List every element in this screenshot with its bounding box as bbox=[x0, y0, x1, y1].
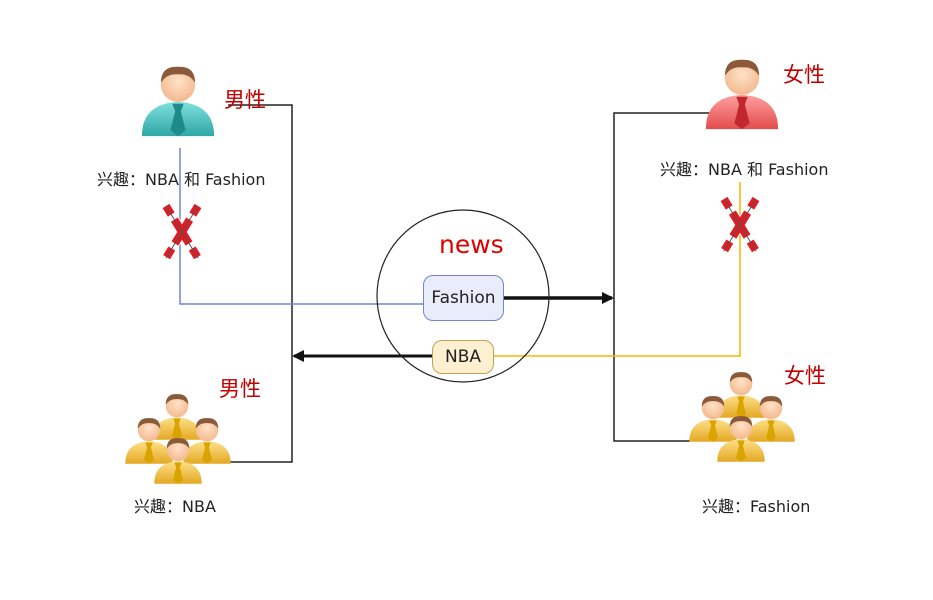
news-circle bbox=[376, 209, 550, 383]
left-bracket-line bbox=[228, 104, 293, 463]
interest-label-top-right: 兴趣：NBA 和 Fashion bbox=[660, 160, 829, 179]
interest-label-bottom-left: 兴趣：NBA bbox=[134, 497, 216, 516]
gender-label-bottom-left: 男性 bbox=[219, 377, 261, 401]
nba-tag: NBA bbox=[432, 340, 494, 374]
fashion-tag: Fashion bbox=[423, 275, 504, 321]
gender-label-top-left: 男性 bbox=[224, 88, 266, 112]
fashion-to-male-line bbox=[179, 148, 424, 305]
female-user-icon bbox=[705, 59, 779, 130]
male-user-icon bbox=[141, 66, 215, 137]
news-title: news bbox=[439, 230, 504, 259]
gender-label-top-right: 女性 bbox=[783, 63, 825, 87]
right-bracket-line bbox=[613, 112, 710, 442]
block-mark-icon bbox=[166, 206, 198, 258]
interest-label-top-left: 兴趣：NBA 和 Fashion bbox=[97, 170, 266, 189]
interest-label-bottom-right: 兴趣：Fashion bbox=[702, 497, 811, 516]
nba-to-female-line bbox=[494, 182, 741, 357]
male-group-icon bbox=[125, 394, 231, 484]
gender-label-bottom-right: 女性 bbox=[784, 364, 826, 388]
female-group-icon bbox=[689, 372, 795, 462]
